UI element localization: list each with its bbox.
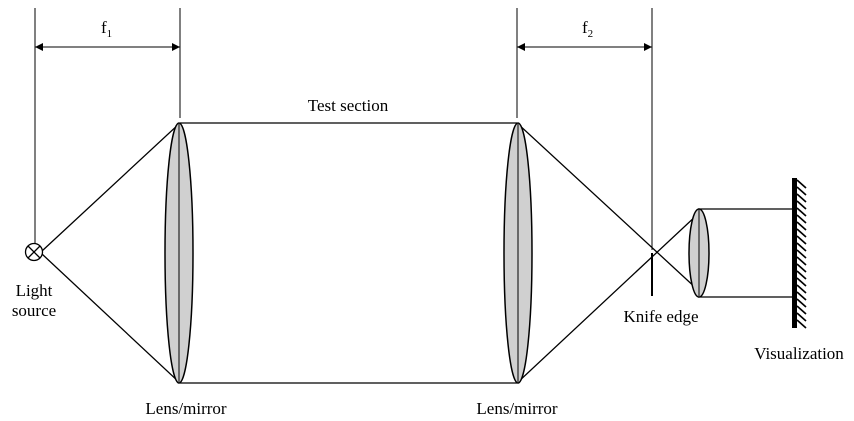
- f1-label: f1: [101, 18, 112, 40]
- f1-letter: f: [101, 18, 107, 37]
- screen-hatch-line: [796, 207, 807, 217]
- test-section-label: Test section: [308, 96, 389, 115]
- screen-hatch-line: [796, 193, 807, 203]
- f2-letter: f: [582, 18, 588, 37]
- screen-hatch-line: [796, 319, 807, 329]
- ray-lens2-to-lens3-bottom: [516, 213, 699, 384]
- visualization-label: Visualization: [754, 344, 844, 363]
- screen-hatch-line: [796, 249, 807, 259]
- ray-source-to-lens1-top: [41, 122, 181, 252]
- screen-hatching: [796, 179, 807, 329]
- screen-hatch-line: [796, 214, 807, 224]
- light-source-icon: [24, 242, 44, 262]
- screen-hatch-line: [796, 277, 807, 287]
- ray-source-to-lens1-bottom: [41, 253, 181, 384]
- lens1-label: Lens/mirror: [145, 399, 227, 418]
- f2-subscript: 2: [588, 28, 594, 40]
- f2-label: f2: [582, 18, 593, 40]
- screen-hatch-line: [796, 298, 807, 308]
- screen-hatch-line: [796, 284, 807, 294]
- lens2-label: Lens/mirror: [476, 399, 558, 418]
- screen-hatch-line: [796, 228, 807, 238]
- f1-subscript: 1: [107, 28, 113, 40]
- screen-hatch-line: [796, 179, 807, 189]
- screen-hatch-line: [796, 305, 807, 315]
- screen-hatch-line: [796, 235, 807, 245]
- screen-hatch-line: [796, 263, 807, 273]
- visualization-screen: [792, 178, 807, 329]
- light-source-label-line1: Light: [16, 281, 53, 300]
- screen-hatch-line: [796, 312, 807, 322]
- screen-hatch-line: [796, 256, 807, 266]
- screen-hatch-line: [796, 270, 807, 280]
- screen-hatch-line: [796, 242, 807, 252]
- screen-hatch-line: [796, 186, 807, 196]
- ray-lens2-to-lens3-top: [516, 122, 699, 291]
- screen-hatch-line: [796, 221, 807, 231]
- screen-hatch-line: [796, 200, 807, 210]
- screen-hatch-line: [796, 291, 807, 301]
- knife-edge-label: Knife edge: [623, 307, 698, 326]
- light-source-label-line2: source: [12, 301, 56, 320]
